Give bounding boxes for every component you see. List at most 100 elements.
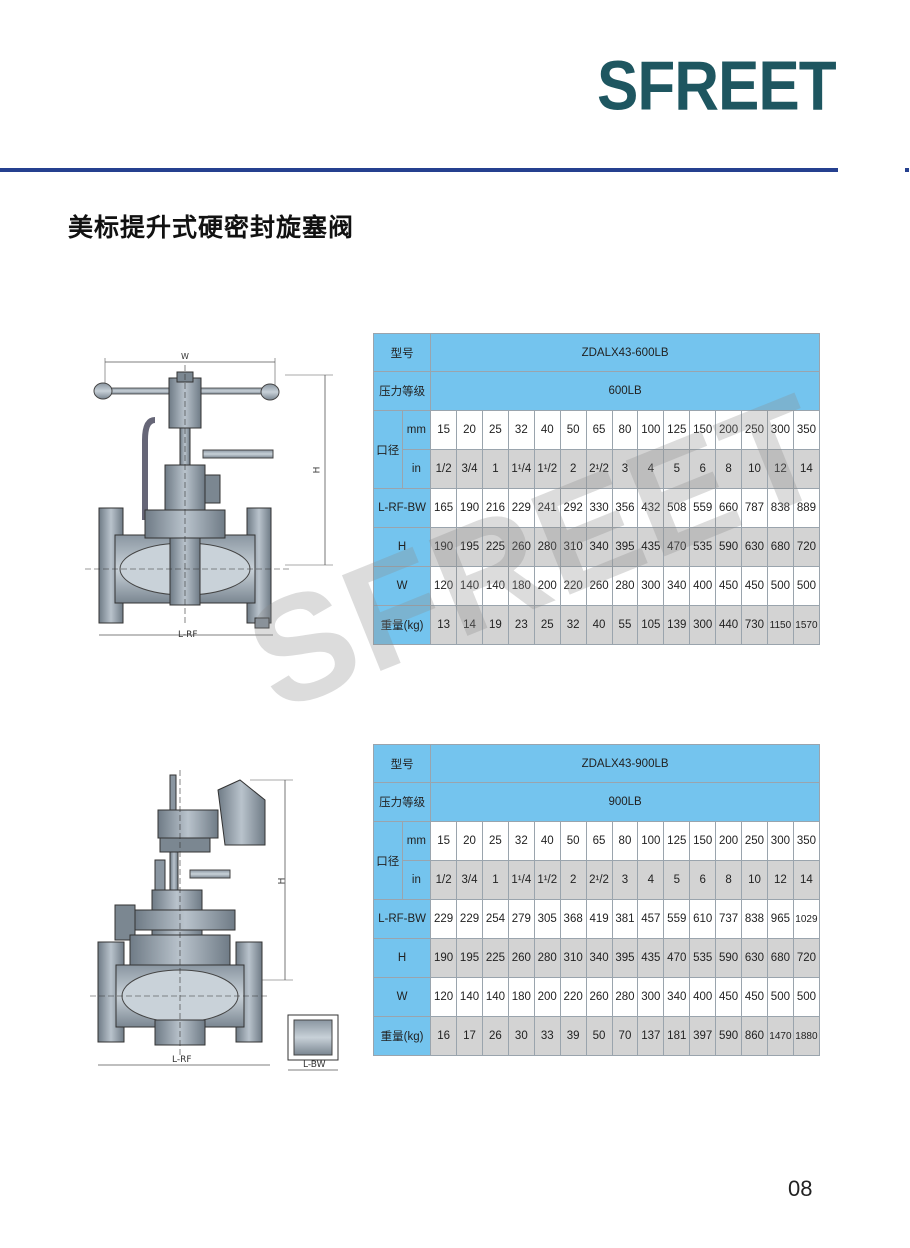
value-cell: 225 (481, 527, 509, 567)
in-cell: 10 (741, 860, 768, 900)
value-cell: 229 (430, 899, 458, 939)
mm-cell: 15 (430, 410, 458, 450)
value-cell: 590 (715, 527, 743, 567)
value-cell: 1880 (792, 1016, 821, 1056)
mm-cell: 150 (689, 821, 717, 861)
mm-label: mm (401, 410, 432, 450)
value-cell: 181 (663, 1016, 691, 1056)
row-label: 重量(kg) (372, 1016, 432, 1056)
dimension-label-h-2: H (277, 877, 288, 885)
in-cell: 2 (559, 860, 587, 900)
value-cell: 300 (637, 566, 665, 606)
value-cell: 195 (456, 938, 483, 978)
in-cell: 3/4 (456, 860, 483, 900)
mm-cell: 15 (430, 821, 458, 861)
value-cell: 165 (430, 488, 458, 528)
in-cell: 6 (689, 449, 717, 489)
value-cell: 400 (689, 977, 717, 1017)
value-cell: 680 (766, 938, 794, 978)
mm-cell: 200 (715, 821, 743, 861)
value-cell: 660 (715, 488, 743, 528)
value-cell: 200 (533, 977, 561, 1017)
value-cell: 535 (689, 938, 717, 978)
value-cell: 720 (792, 938, 821, 978)
value-cell: 535 (689, 527, 717, 567)
mm-cell: 32 (507, 821, 535, 861)
value-cell: 500 (766, 566, 794, 606)
in-cell: 14 (792, 860, 821, 900)
in-cell: 3 (611, 860, 639, 900)
value-cell: 13 (430, 605, 458, 645)
row-label: L-RF-BW (372, 488, 432, 528)
value-cell: 1150 (766, 605, 794, 645)
mm-cell: 50 (559, 821, 587, 861)
row-label: L-RF-BW (372, 899, 432, 939)
value-cell: 340 (663, 566, 691, 606)
value-cell: 137 (637, 1016, 665, 1056)
mm-cell: 40 (533, 410, 561, 450)
value-cell: 40 (585, 605, 613, 645)
mm-cell: 125 (663, 821, 691, 861)
in-cell: 2¹/2 (585, 860, 613, 900)
value-cell: 435 (637, 527, 665, 567)
value-cell: 300 (689, 605, 717, 645)
value-cell: 260 (507, 938, 535, 978)
mm-cell: 125 (663, 410, 691, 450)
value-cell: 381 (611, 899, 639, 939)
value-cell: 330 (585, 488, 613, 528)
value-cell: 220 (559, 977, 587, 1017)
mm-cell: 40 (533, 821, 561, 861)
value-cell: 356 (611, 488, 639, 528)
value-cell: 965 (766, 899, 794, 939)
in-cell: 1/2 (430, 860, 458, 900)
in-cell: 12 (766, 860, 794, 900)
value-cell: 470 (663, 938, 691, 978)
in-cell: 4 (637, 449, 665, 489)
in-cell: 5 (663, 860, 691, 900)
header-rule-end (905, 168, 909, 172)
valve-drawing-600lb (85, 358, 333, 636)
value-cell: 368 (559, 899, 587, 939)
value-cell: 260 (585, 566, 613, 606)
mm-cell: 20 (456, 410, 483, 450)
value-cell: 590 (715, 1016, 743, 1056)
value-cell: 17 (456, 1016, 483, 1056)
mm-cell: 32 (507, 410, 535, 450)
value-cell: 300 (637, 977, 665, 1017)
value-cell: 860 (741, 1016, 768, 1056)
size-label: 口径 (373, 821, 403, 900)
in-cell: 8 (715, 860, 743, 900)
pressure-label: 压力等级 (372, 782, 432, 822)
value-cell: 470 (663, 527, 691, 567)
value-cell: 340 (663, 977, 691, 1017)
value-cell: 280 (533, 938, 561, 978)
value-cell: 395 (611, 938, 639, 978)
brand-logo: SFREET (597, 48, 837, 126)
page-title: 美标提升式硬密封旋塞阀 (68, 213, 355, 242)
value-cell: 457 (637, 899, 665, 939)
value-cell: 190 (456, 488, 483, 528)
value-cell: 140 (481, 566, 509, 606)
value-cell: 559 (663, 899, 691, 939)
header-rule (0, 168, 838, 172)
value-cell: 305 (533, 899, 561, 939)
value-cell: 340 (585, 527, 613, 567)
value-cell: 310 (559, 938, 587, 978)
mm-cell: 100 (637, 410, 665, 450)
value-cell: 32 (559, 605, 587, 645)
model-value: ZDALX43-600LB (430, 333, 820, 372)
value-cell: 1470 (766, 1016, 794, 1056)
model-label: 型号 (372, 744, 432, 783)
value-cell: 450 (715, 566, 743, 606)
in-cell: 3/4 (456, 449, 483, 489)
value-cell: 140 (481, 977, 509, 1017)
in-cell: 1¹/4 (507, 449, 535, 489)
row-label: 重量(kg) (372, 605, 432, 645)
mm-cell: 300 (766, 410, 794, 450)
